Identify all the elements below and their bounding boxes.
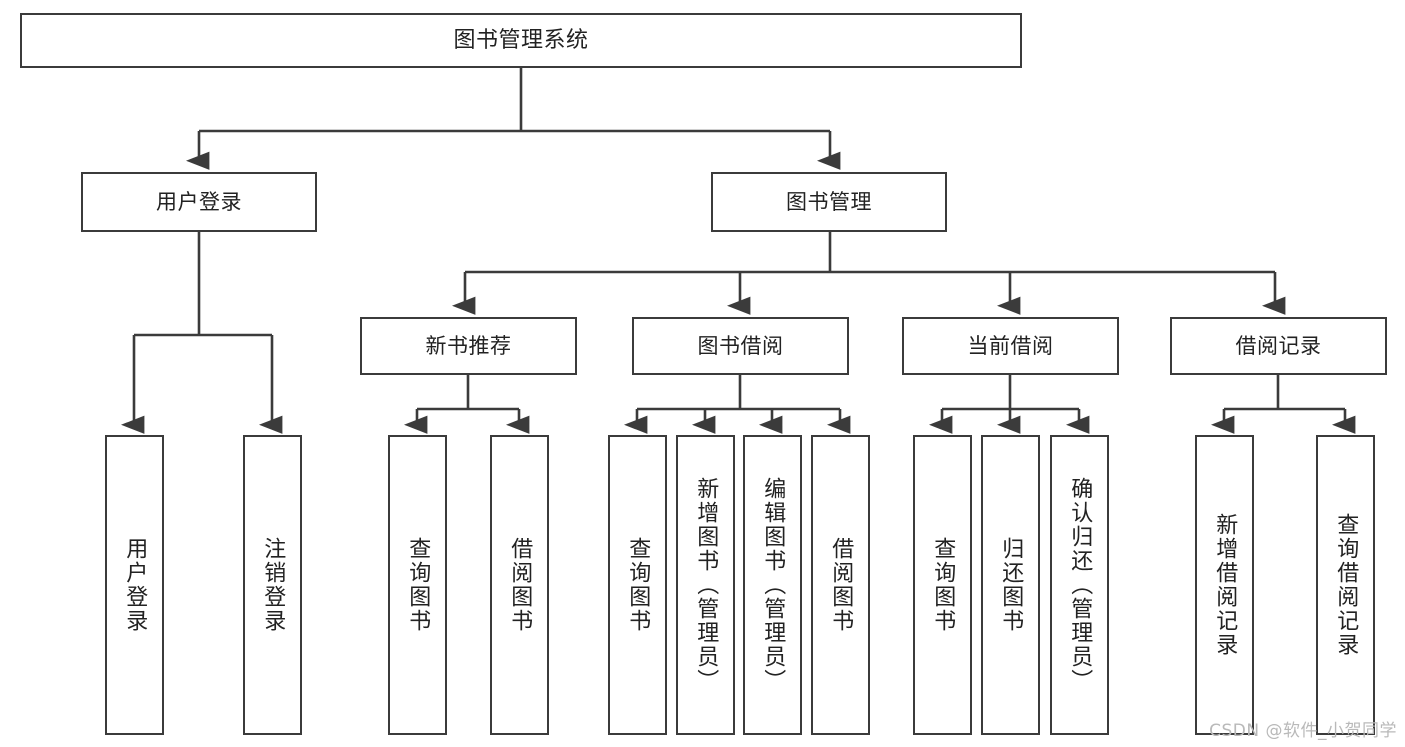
node-borrow-record[interactable]: 借阅记录 bbox=[1170, 317, 1387, 375]
leaf-record-query-record[interactable]: 查询借阅记录 bbox=[1316, 435, 1375, 735]
leaf-user-login-signout[interactable]: 注销登录 bbox=[243, 435, 302, 735]
node-label: 图书管理系统 bbox=[453, 27, 589, 53]
leaf-record-add-record[interactable]: 新增借阅记录 bbox=[1195, 435, 1254, 735]
leaf-borrow-query-book[interactable]: 查询图书 bbox=[608, 435, 667, 735]
leaf-borrow-borrow-book[interactable]: 借阅图书 bbox=[811, 435, 870, 735]
leaf-recommend-query-book[interactable]: 查询图书 bbox=[388, 435, 447, 735]
leaf-borrow-add-book-admin[interactable]: 新增图书（管理员） bbox=[676, 435, 735, 735]
leaf-current-query-book[interactable]: 查询图书 bbox=[913, 435, 972, 735]
node-label: 查询借阅记录 bbox=[1333, 513, 1359, 657]
node-root-system[interactable]: 图书管理系统 bbox=[20, 13, 1022, 68]
node-label: 查询图书 bbox=[405, 537, 431, 633]
node-book-management[interactable]: 图书管理 bbox=[711, 172, 947, 232]
node-label: 借阅图书 bbox=[507, 537, 533, 633]
node-label: 图书借阅 bbox=[697, 333, 784, 358]
node-user-login[interactable]: 用户登录 bbox=[81, 172, 317, 232]
leaf-recommend-borrow-book[interactable]: 借阅图书 bbox=[490, 435, 549, 735]
node-label: 当前借阅 bbox=[967, 333, 1054, 358]
node-label: 注销登录 bbox=[260, 537, 286, 633]
node-new-book-recommend[interactable]: 新书推荐 bbox=[360, 317, 577, 375]
node-label: 用户登录 bbox=[156, 189, 242, 214]
node-label: 归还图书 bbox=[998, 537, 1024, 633]
node-label: 图书管理 bbox=[786, 189, 872, 214]
node-label: 借阅记录 bbox=[1235, 333, 1322, 358]
node-label: 新增图书（管理员） bbox=[693, 477, 719, 693]
leaf-current-confirm-return-admin[interactable]: 确认归还（管理员） bbox=[1050, 435, 1109, 735]
leaf-current-return-book[interactable]: 归还图书 bbox=[981, 435, 1040, 735]
node-label: 新书推荐 bbox=[425, 333, 512, 358]
node-current-borrow[interactable]: 当前借阅 bbox=[902, 317, 1119, 375]
node-label: 编辑图书（管理员） bbox=[760, 477, 786, 693]
node-label: 查询图书 bbox=[625, 537, 651, 633]
node-label: 借阅图书 bbox=[828, 537, 854, 633]
leaf-user-login-signin[interactable]: 用户登录 bbox=[105, 435, 164, 735]
node-label: 确认归还（管理员） bbox=[1067, 477, 1093, 693]
leaf-borrow-edit-book-admin[interactable]: 编辑图书（管理员） bbox=[743, 435, 802, 735]
node-label: 用户登录 bbox=[122, 537, 148, 633]
csdn-watermark: CSDN @软件_小贺同学 bbox=[1209, 721, 1397, 741]
node-label: 新增借阅记录 bbox=[1212, 513, 1238, 657]
node-book-borrow[interactable]: 图书借阅 bbox=[632, 317, 849, 375]
node-label: 查询图书 bbox=[930, 537, 956, 633]
